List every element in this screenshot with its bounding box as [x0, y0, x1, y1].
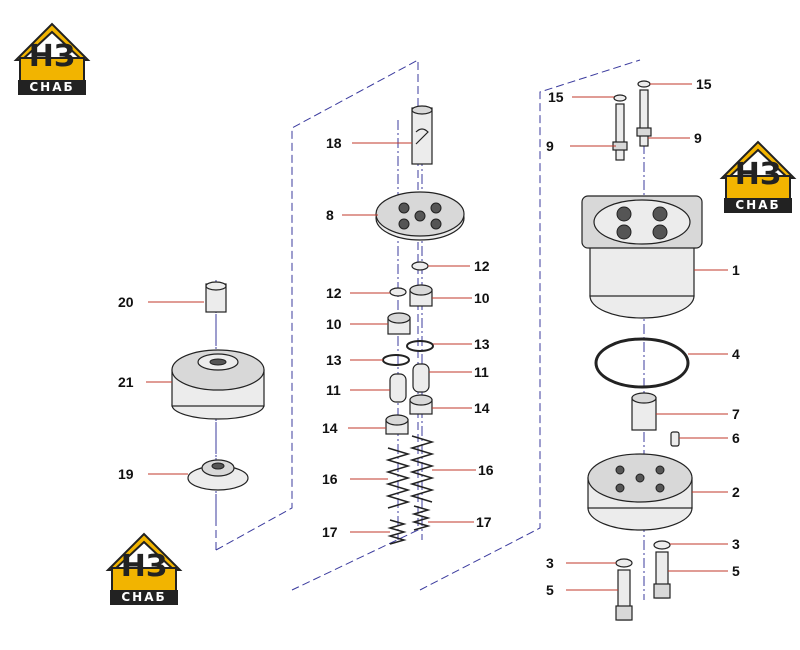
part-14-retainer-right — [409, 394, 433, 415]
part-5-bolt-left — [615, 569, 633, 621]
callout-17-right: 17 — [476, 514, 492, 530]
callout-13-right: 13 — [474, 336, 490, 352]
part-17-spring-right — [411, 505, 431, 531]
callout-3-left: 3 — [546, 555, 554, 571]
callout-11-right: 11 — [474, 364, 489, 380]
part-11-spool-left — [389, 373, 407, 403]
callout-17-left: 17 — [322, 524, 338, 540]
assembly-outline-right — [419, 59, 641, 591]
part-9-pusher-left — [612, 103, 628, 161]
part-6-pin — [670, 431, 680, 447]
assembly-outline-left — [215, 59, 419, 591]
part-4-oring — [594, 337, 690, 389]
logo-text: СНАБ — [18, 80, 86, 95]
callout-16-left: 16 — [322, 471, 338, 487]
callout-4: 4 — [732, 346, 740, 362]
house-roof-icon — [105, 532, 183, 593]
part-16-spring-right — [409, 435, 435, 503]
part-15-ring-left — [613, 94, 627, 102]
callout-6: 6 — [732, 430, 740, 446]
part-10-seat-right — [409, 284, 433, 307]
callout-16-right: 16 — [478, 462, 494, 478]
callout-5-right: 5 — [732, 563, 740, 579]
part-2-plate — [587, 453, 693, 531]
part-13-oring-left — [382, 354, 410, 366]
callout-10-left: 10 — [326, 316, 342, 332]
callout-5-left: 5 — [546, 582, 554, 598]
callout-2: 2 — [732, 484, 740, 500]
part-19-plate — [187, 459, 249, 491]
brand-logo-bottom-left: НЗ СНАБ — [104, 530, 184, 606]
callout-15-right: 15 — [696, 76, 712, 92]
callout-7: 7 — [732, 406, 740, 422]
callout-8: 8 — [326, 207, 334, 223]
part-8-plate — [375, 191, 465, 241]
logo-text: СНАБ — [724, 198, 792, 213]
logo-mark: НЗ — [734, 157, 782, 192]
part-14-retainer-left — [385, 414, 409, 435]
callout-11-left: 11 — [326, 382, 341, 398]
callout-20: 20 — [118, 294, 134, 310]
logo-text: СНАБ — [110, 590, 178, 605]
callout-18: 18 — [326, 135, 342, 151]
callout-10-right: 10 — [474, 290, 490, 306]
callout-13-left: 13 — [326, 352, 342, 368]
callout-14-right: 14 — [474, 400, 490, 416]
part-12-ring-right — [411, 261, 429, 271]
part-21-cover — [171, 349, 265, 420]
part-13-oring-right — [406, 340, 434, 352]
callout-9-right: 9 — [694, 130, 702, 146]
part-5-bolt-right — [653, 551, 671, 599]
part-17-spring-left — [387, 519, 407, 545]
callout-9-left: 9 — [546, 138, 554, 154]
logo-mark: НЗ — [28, 39, 76, 74]
house-roof-icon — [13, 22, 91, 83]
callout-15-left: 15 — [548, 89, 564, 105]
brand-logo-top-left: НЗ СНАБ — [12, 20, 92, 96]
callout-19: 19 — [118, 466, 134, 482]
part-16-spring-left — [385, 447, 411, 509]
house-roof-icon — [719, 140, 797, 201]
callout-21: 21 — [118, 374, 134, 390]
callout-1: 1 — [732, 262, 740, 278]
part-3-washer-left — [615, 558, 633, 568]
callout-3-right: 3 — [732, 536, 740, 552]
part-18-adjuster — [411, 105, 433, 165]
callout-14-left: 14 — [322, 420, 338, 436]
callout-12-left: 12 — [326, 285, 342, 301]
brand-logo-right: НЗ СНАБ — [718, 138, 798, 214]
part-11-spool-right — [412, 363, 430, 393]
callout-12-right: 12 — [474, 258, 490, 274]
part-3-washer-right — [653, 540, 671, 550]
part-7-bushing — [631, 392, 657, 431]
part-9-pusher-right — [636, 89, 652, 147]
logo-mark: НЗ — [120, 549, 168, 584]
part-1-housing — [581, 195, 703, 319]
part-10-seat-left — [387, 312, 411, 335]
part-15-ring-right — [637, 80, 651, 88]
part-12-ring-left — [389, 287, 407, 297]
part-20-nut — [205, 281, 227, 313]
